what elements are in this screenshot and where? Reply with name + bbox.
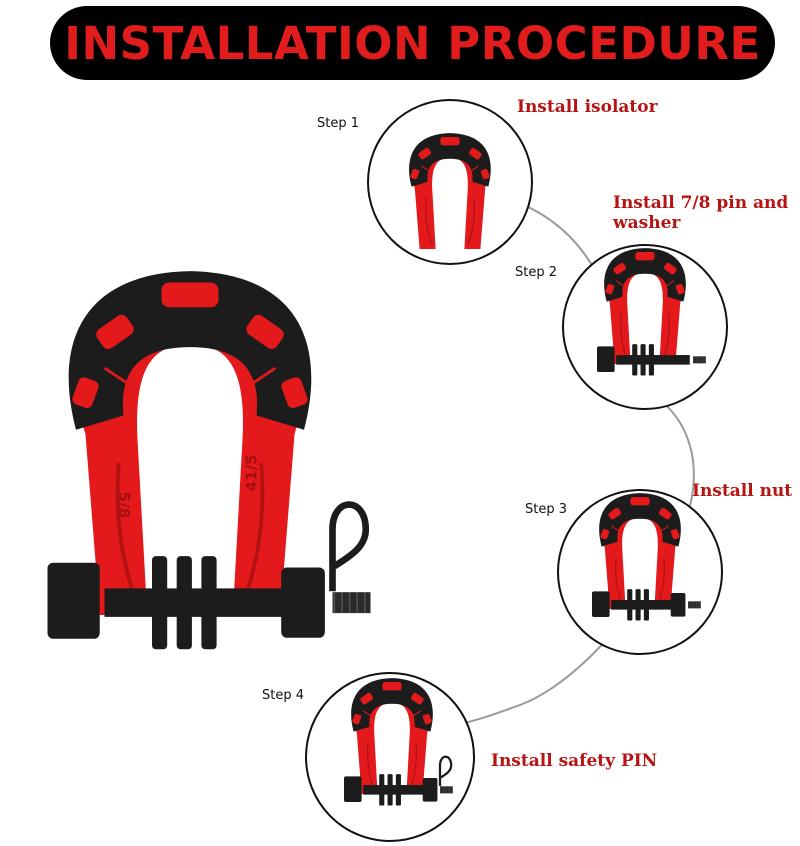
step-4-caption: Install safety PIN [491, 751, 658, 771]
step-2-circle [562, 244, 728, 410]
step-4-circle [305, 672, 475, 842]
step-2-caption: Install 7/8 pin and washer [613, 193, 789, 233]
title-banner: INSTALLATION PROCEDURE [50, 6, 775, 80]
step-4-label: Step 4 [262, 688, 305, 703]
shackle-size-marking: 5/8 [115, 492, 133, 519]
page-title: INSTALLATION PROCEDURE [64, 16, 761, 70]
step-3-label: Step 3 [525, 502, 568, 517]
step-2-label: Step 2 [515, 265, 558, 280]
shackle-capacity-marking: 41/5 [243, 454, 261, 491]
main-shackle-image: 5/8 41/5 [46, 269, 372, 650]
step-1-label: Step 1 [317, 116, 360, 131]
step-1-circle [367, 99, 533, 265]
step-3-caption: Install nut [692, 481, 793, 501]
step-1-caption: Install isolator [517, 97, 658, 117]
step-3-circle [557, 489, 723, 655]
